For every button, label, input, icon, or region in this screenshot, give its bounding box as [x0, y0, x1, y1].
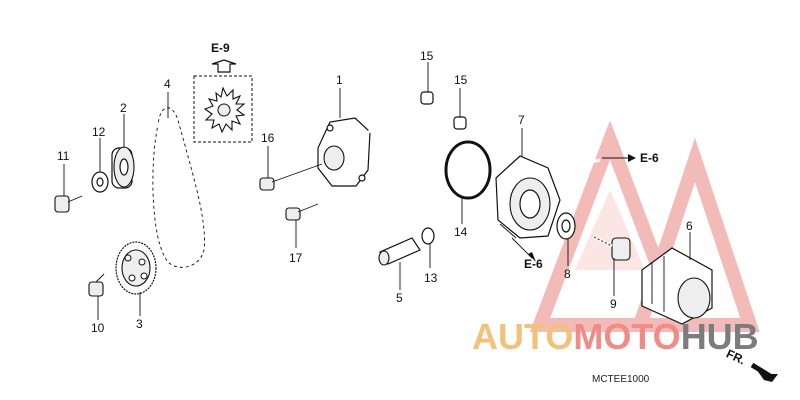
rotor-gear-icon — [203, 86, 246, 134]
center-bolt-part-9 — [591, 234, 631, 261]
label-part-8: 8 — [564, 267, 571, 281]
leader-lines — [63, 62, 691, 320]
e6-bottom-arrow-icon — [511, 237, 536, 262]
label-part-17: 17 — [289, 251, 303, 265]
part-number-labels: 1 2 3 4 5 6 7 8 9 10 11 12 13 14 15 15 1… — [57, 49, 693, 335]
oil-filter-part-6 — [641, 247, 713, 325]
washer-part-12 — [91, 171, 109, 193]
oring-part-13 — [421, 227, 435, 245]
label-part-15b: 15 — [454, 73, 468, 87]
watermark-moto: MOTO — [573, 316, 680, 357]
e6-top-arrow-icon — [602, 154, 636, 162]
watermark-text: AUTOMOTOHUB — [472, 316, 759, 357]
label-part-11: 11 — [57, 149, 70, 163]
oil-cooler-part-7 — [495, 155, 601, 239]
label-part-6: 6 — [686, 219, 693, 233]
e9-reference-box — [193, 59, 253, 143]
label-part-12: 12 — [92, 125, 106, 139]
label-part-2: 2 — [120, 101, 127, 115]
bolt-part-10 — [88, 273, 105, 297]
label-part-10: 10 — [91, 321, 105, 335]
label-part-1: 1 — [336, 73, 343, 87]
dowel-part-15a — [420, 91, 434, 105]
label-part-13: 13 — [424, 271, 438, 285]
diagram-code: MCTEE1000 — [592, 374, 650, 385]
front-direction-arrow-icon — [750, 362, 778, 382]
reference-e6-bottom: E-6 — [524, 257, 543, 271]
watermark-hub: HUB — [681, 316, 759, 357]
watermark-auto: AUTO — [472, 316, 573, 357]
bolt-part-17 — [285, 203, 319, 221]
label-part-14: 14 — [454, 225, 468, 239]
washer-part-8 — [556, 212, 576, 240]
label-part-15a: 15 — [420, 49, 434, 63]
chain-part-4 — [151, 106, 206, 269]
label-part-16: 16 — [261, 131, 275, 145]
oil-pump-part-1 — [317, 110, 411, 187]
label-part-7: 7 — [518, 113, 525, 127]
bolt-part-16 — [259, 163, 323, 191]
label-part-9: 9 — [610, 297, 617, 311]
sprocket-part-2 — [111, 146, 135, 189]
dowel-part-15b — [453, 116, 467, 130]
label-part-5: 5 — [396, 291, 403, 305]
oring-part-14 — [444, 140, 492, 200]
reference-e9: E-9 — [211, 41, 230, 55]
label-part-4: 4 — [164, 77, 171, 91]
bolt-part-11 — [54, 195, 83, 213]
relief-valve-part-5 — [378, 237, 421, 266]
label-part-3: 3 — [136, 317, 143, 331]
sprocket-part-3 — [115, 241, 157, 295]
reference-e6-top: E-6 — [640, 151, 659, 165]
